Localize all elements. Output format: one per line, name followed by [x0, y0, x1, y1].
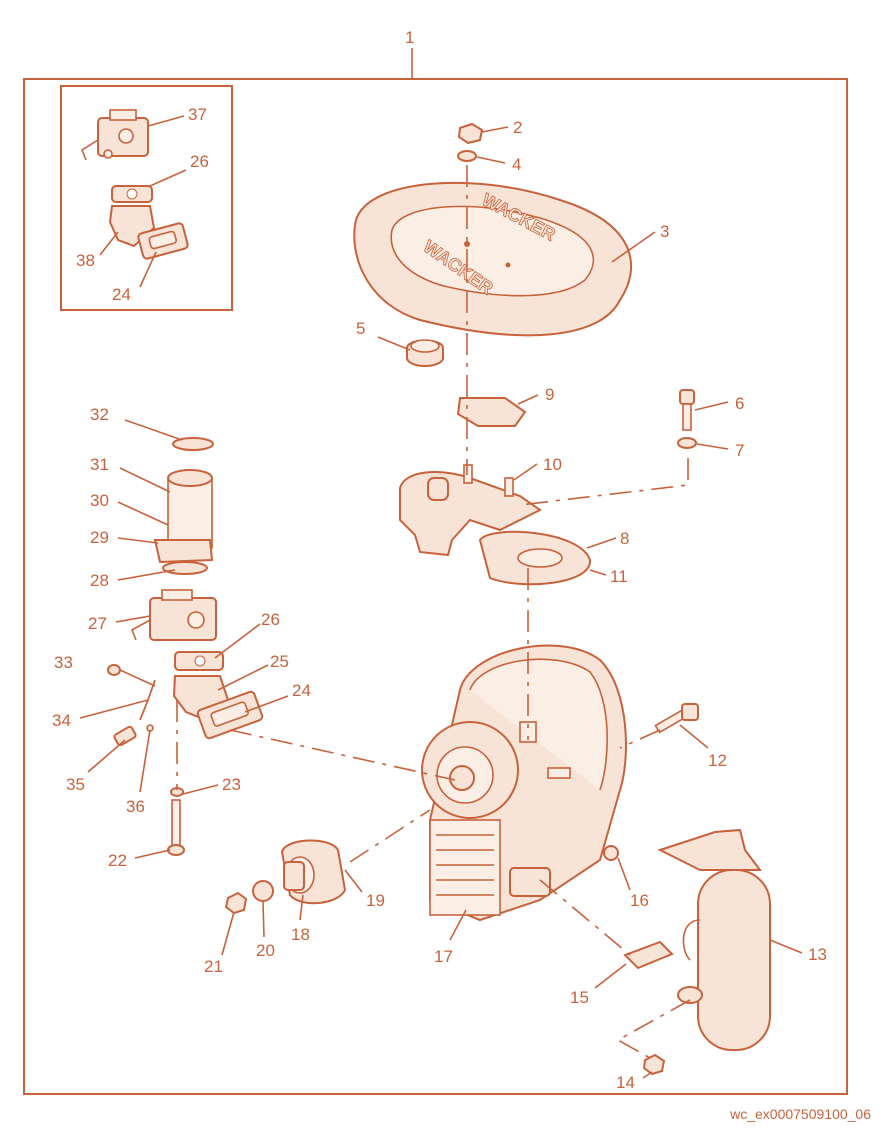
callout-25: 25 — [270, 652, 289, 671]
callout-37: 37 — [188, 105, 207, 124]
callout-7: 7 — [735, 441, 744, 460]
callout-1: 1 — [405, 28, 414, 47]
callout-6: 6 — [735, 394, 744, 413]
assembly-line-exhaust — [539, 879, 631, 956]
callout-38: 38 — [76, 251, 95, 270]
callout-29: 29 — [90, 528, 109, 547]
callout-23: 23 — [222, 775, 241, 794]
callout-5: 5 — [356, 319, 365, 338]
bolt-22 — [167, 799, 185, 856]
leader-lines — [79, 115, 803, 1079]
callout-16: 16 — [630, 891, 649, 910]
callout-24: 24 — [292, 681, 311, 700]
callout-24-inset: 24 — [112, 285, 131, 304]
callout-9: 9 — [545, 385, 554, 404]
callout-27: 27 — [88, 614, 107, 633]
callout-3: 3 — [660, 222, 669, 241]
callout-12: 12 — [708, 751, 727, 770]
plug-16 — [603, 845, 619, 861]
assembly-line-muffler — [616, 999, 691, 1059]
callout-10: 10 — [543, 455, 562, 474]
callout-28: 28 — [90, 571, 109, 590]
nut-2 — [457, 122, 484, 145]
callout-32: 32 — [90, 405, 109, 424]
inset-box — [60, 85, 233, 311]
nut-14 — [642, 1053, 666, 1076]
callout-36: 36 — [126, 797, 145, 816]
callout-20: 20 — [256, 941, 275, 960]
callout-13: 13 — [808, 945, 827, 964]
callout-11: 11 — [610, 567, 628, 586]
engine-block — [421, 644, 627, 922]
callout-14: 14 — [616, 1073, 635, 1092]
callout-33: 33 — [54, 653, 73, 672]
assembly-line-screw — [519, 458, 689, 506]
callout-30: 30 — [90, 491, 109, 510]
callout-26-inset: 26 — [190, 152, 209, 171]
washer-4 — [457, 150, 477, 162]
callout-21: 21 — [204, 957, 223, 976]
callout-35: 35 — [66, 775, 85, 794]
filter-assembly — [153, 437, 214, 575]
callout-4: 4 — [512, 155, 521, 174]
nut-21 — [224, 891, 248, 915]
assembly-line-bolt-12 — [619, 729, 661, 749]
callout-18: 18 — [291, 925, 310, 944]
diagram-frame — [23, 78, 848, 1095]
callout-22: 22 — [108, 851, 127, 870]
screw-6 — [679, 389, 695, 431]
gasket-15 — [623, 940, 674, 970]
inset-gasket — [111, 185, 153, 203]
callout-labels: 1 2 3 4 5 6 7 8 9 10 11 12 13 14 15 16 1… — [52, 28, 827, 1092]
inset-carburetor — [81, 109, 149, 161]
mounting-bracket — [399, 464, 592, 586]
callout-34: 34 — [52, 711, 71, 730]
assembly-line-clutch — [349, 809, 431, 863]
figure-reference-id: wc_ex0007509100_06 — [730, 1106, 871, 1122]
callout-8: 8 — [620, 529, 629, 548]
hose-clamp-33 — [107, 664, 121, 676]
callout-31: 31 — [90, 455, 109, 474]
callout-2: 2 — [513, 118, 522, 137]
clutch-drum — [280, 839, 347, 905]
assembly-line-intake — [229, 729, 456, 781]
callout-19: 19 — [366, 891, 385, 910]
washer-20 — [252, 880, 274, 902]
muffler — [657, 828, 771, 1051]
inset-manifold — [108, 205, 189, 260]
gasket-9 — [456, 397, 527, 427]
carburetor-27 — [130, 589, 217, 641]
air-cleaner-cover: WACKER WACKER — [353, 181, 633, 337]
fitting-35 — [113, 725, 137, 747]
callout-17: 17 — [434, 947, 453, 966]
callout-15: 15 — [570, 988, 589, 1007]
plug-5 — [406, 339, 444, 367]
bolt-12 — [654, 703, 699, 734]
intake-manifold — [172, 651, 264, 740]
washer-7 — [677, 437, 697, 449]
callout-26: 26 — [261, 610, 280, 629]
